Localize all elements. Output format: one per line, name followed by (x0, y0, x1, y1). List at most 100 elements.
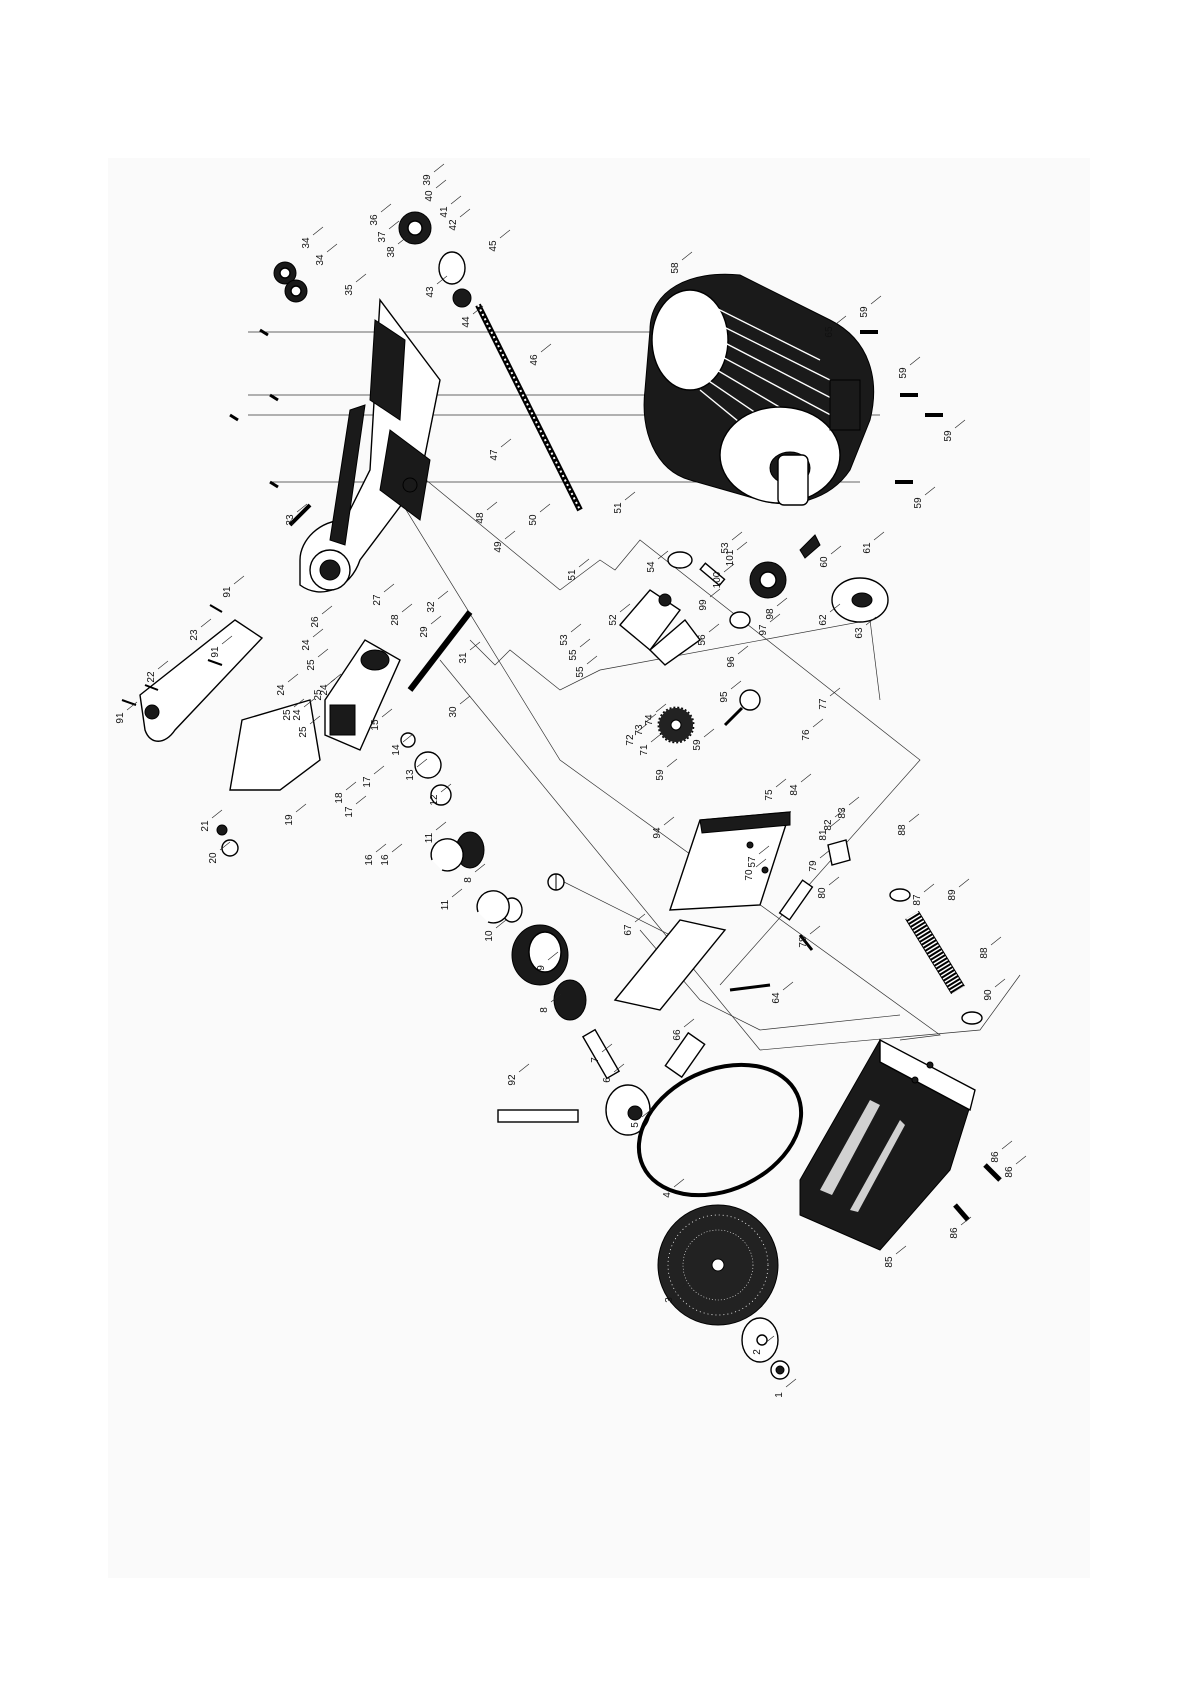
part-label-59: 59 (692, 739, 703, 751)
leader-line (624, 491, 636, 501)
side-plate (664, 1031, 706, 1079)
leader-line (375, 843, 387, 853)
part-label-75: 75 (764, 789, 775, 801)
part-label-24: 24 (292, 709, 303, 721)
leader-line (657, 550, 669, 560)
leader-line (296, 503, 308, 513)
leader-line (433, 163, 445, 173)
part-label-21: 21 (200, 820, 211, 832)
leader-line (954, 419, 966, 429)
part-label-47: 47 (489, 449, 500, 461)
leader-line (782, 981, 794, 991)
leader-line (958, 878, 970, 888)
leader-line (504, 530, 516, 540)
part-label-54: 54 (646, 561, 657, 573)
part-label-56: 56 (697, 634, 708, 646)
bracket (324, 639, 401, 751)
part-label-78: 78 (798, 936, 809, 948)
part-label-34: 34 (301, 237, 312, 249)
spindle-assembly (400, 732, 651, 1136)
leader-line (683, 1018, 695, 1028)
leader-line (873, 531, 885, 541)
leader-line (636, 723, 648, 733)
leader-line (865, 616, 877, 626)
part-label-84: 84 (789, 784, 800, 796)
leader-line (785, 1378, 797, 1388)
motor-pulley (831, 577, 889, 623)
leader-line (870, 295, 882, 305)
leader-line (737, 645, 749, 655)
part-label-18: 18 (334, 792, 345, 804)
leader-line (909, 356, 921, 366)
leader-line (829, 603, 841, 613)
leader-line (500, 438, 512, 448)
leader-line (472, 305, 484, 315)
part-label-74: 74 (644, 714, 655, 726)
leader-line (402, 733, 414, 743)
leader-line (578, 558, 590, 568)
leader-line (835, 315, 847, 325)
part-label-77: 77 (818, 698, 829, 710)
lock-nuts (273, 261, 308, 303)
leader-line (436, 275, 448, 285)
leader-line (547, 951, 559, 961)
part-label-28: 28 (390, 614, 401, 626)
part-label-94: 94 (652, 827, 663, 839)
leader-line (736, 541, 748, 551)
part-label-76: 76 (801, 729, 812, 741)
part-label-80: 80 (817, 887, 828, 899)
part-label-8: 8 (539, 1007, 550, 1013)
leader-line (709, 588, 721, 598)
leader-line (1015, 1155, 1027, 1165)
lock-knob (739, 689, 761, 711)
part-label-6: 6 (602, 1077, 613, 1083)
part-label-20: 20 (208, 852, 219, 864)
part-label-100: 100 (712, 571, 723, 588)
part-label-43: 43 (425, 286, 436, 298)
drive-gear (657, 706, 695, 744)
part-label-64: 64 (771, 992, 782, 1004)
leader-line (293, 698, 305, 708)
leader-line (908, 813, 920, 823)
part-label-51: 51 (567, 569, 578, 581)
part-label-59: 59 (943, 430, 954, 442)
leader-line (459, 208, 471, 218)
part-label-8: 8 (463, 877, 474, 883)
part-label-62: 62 (818, 614, 829, 626)
part-label-35: 35 (344, 284, 355, 296)
leader-line (848, 796, 860, 806)
part-label-13: 13 (405, 769, 416, 781)
leader-line (769, 613, 781, 623)
part-label-5: 5 (630, 1122, 641, 1128)
leader-line (450, 195, 462, 205)
part-label-51: 51 (613, 502, 624, 514)
leader-line (126, 701, 138, 711)
clamp-block (619, 551, 726, 666)
leader-line (388, 220, 400, 230)
part-label-10: 10 (484, 930, 495, 942)
part-label-53: 53 (559, 634, 570, 646)
part-label-25: 25 (306, 659, 317, 671)
part-label-57: 57 (747, 856, 758, 868)
leader-line (675, 1283, 687, 1293)
part-label-1: 1 (774, 1392, 785, 1398)
leader-line (355, 795, 367, 805)
part-label-33: 33 (285, 514, 296, 526)
leader-line (703, 728, 715, 738)
leader-line (317, 648, 329, 658)
riving-knife (229, 699, 321, 791)
leader-line (211, 809, 223, 819)
leader-line (829, 687, 841, 697)
part-label-48: 48 (475, 512, 486, 524)
part-label-61: 61 (862, 542, 873, 554)
leader-line (775, 778, 787, 788)
leader-line (391, 843, 403, 853)
part-label-12: 12 (429, 794, 440, 806)
part-label-15: 15 (370, 719, 381, 731)
leader-line (486, 501, 498, 511)
part-label-55: 55 (575, 666, 586, 678)
part-label-59: 59 (898, 367, 909, 379)
leader-line (540, 343, 552, 353)
part-label-59: 59 (655, 769, 666, 781)
